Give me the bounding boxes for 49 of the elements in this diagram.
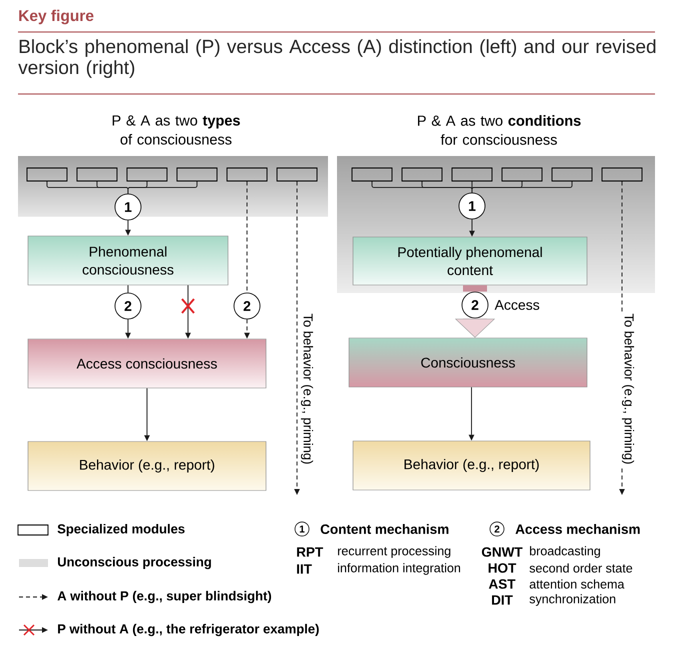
abbreviation: DIT <box>492 595 513 605</box>
bracket-line <box>246 181 248 294</box>
process-box: Potentially phenomenal content <box>352 236 588 286</box>
section-label: Key figure <box>19 10 94 24</box>
bracket-line <box>128 181 198 194</box>
module-box <box>126 168 168 182</box>
module-box <box>552 168 592 182</box>
module-box <box>352 168 392 182</box>
module-box <box>26 168 68 182</box>
abbreviation: GNWT <box>482 547 522 557</box>
definition-text: second order state <box>530 563 632 573</box>
abbreviation: HOT <box>488 563 516 573</box>
panel-heading: P & A as two types of consciousness <box>112 115 240 145</box>
process-box: Behavior (e.g., report) <box>352 440 590 490</box>
legend-heading: Access mechanism <box>516 524 640 534</box>
process-box: Consciousness <box>348 338 588 388</box>
definition-text: synchronization <box>530 594 616 606</box>
definition-text: attention schema <box>530 579 624 589</box>
circled-number: 1 <box>294 522 310 536</box>
abbreviation: IIT <box>297 564 312 574</box>
legend-text: A without P (e.g., super blindsight) <box>58 590 272 604</box>
module-box <box>452 168 492 182</box>
definition-text: information integration <box>338 563 460 575</box>
edge-label: To behavior (e.g., priming) <box>620 312 636 466</box>
module-box <box>602 168 642 182</box>
panel-heading: P & A as two conditions for consciousness <box>418 115 581 145</box>
module-box <box>76 168 118 182</box>
legend-text: P without A (e.g., the refrigerator example) <box>58 624 319 636</box>
definition-text: recurrent processing <box>338 546 450 558</box>
legend-heading: Content mechanism <box>320 524 448 534</box>
module-box <box>502 168 542 182</box>
legend-text: Unconscious processing <box>58 556 211 570</box>
module-box <box>402 168 442 182</box>
process-box: Phenomenal consciousness <box>28 236 228 286</box>
abbreviation: AST <box>488 579 516 589</box>
legend-text: Specialized modules <box>58 524 185 536</box>
side-label: Access <box>494 300 540 310</box>
module-box <box>276 168 318 182</box>
module-box <box>176 168 218 182</box>
bracket-line <box>472 181 572 194</box>
process-box: Access consciousness <box>28 338 266 388</box>
process-box: Behavior (e.g., report) <box>28 441 266 491</box>
module-box <box>226 168 268 182</box>
definition-text: broadcasting <box>530 546 600 558</box>
block-arrow <box>455 318 495 338</box>
figure-title: Block’s phenomenal (P) versus Access (A) distinction (left) and our revised version (right) <box>18 39 656 78</box>
abbreviation: RPT <box>297 547 324 557</box>
circled-number: 2 <box>490 522 504 536</box>
edge-label: To behavior (e.g., priming) <box>300 312 314 466</box>
